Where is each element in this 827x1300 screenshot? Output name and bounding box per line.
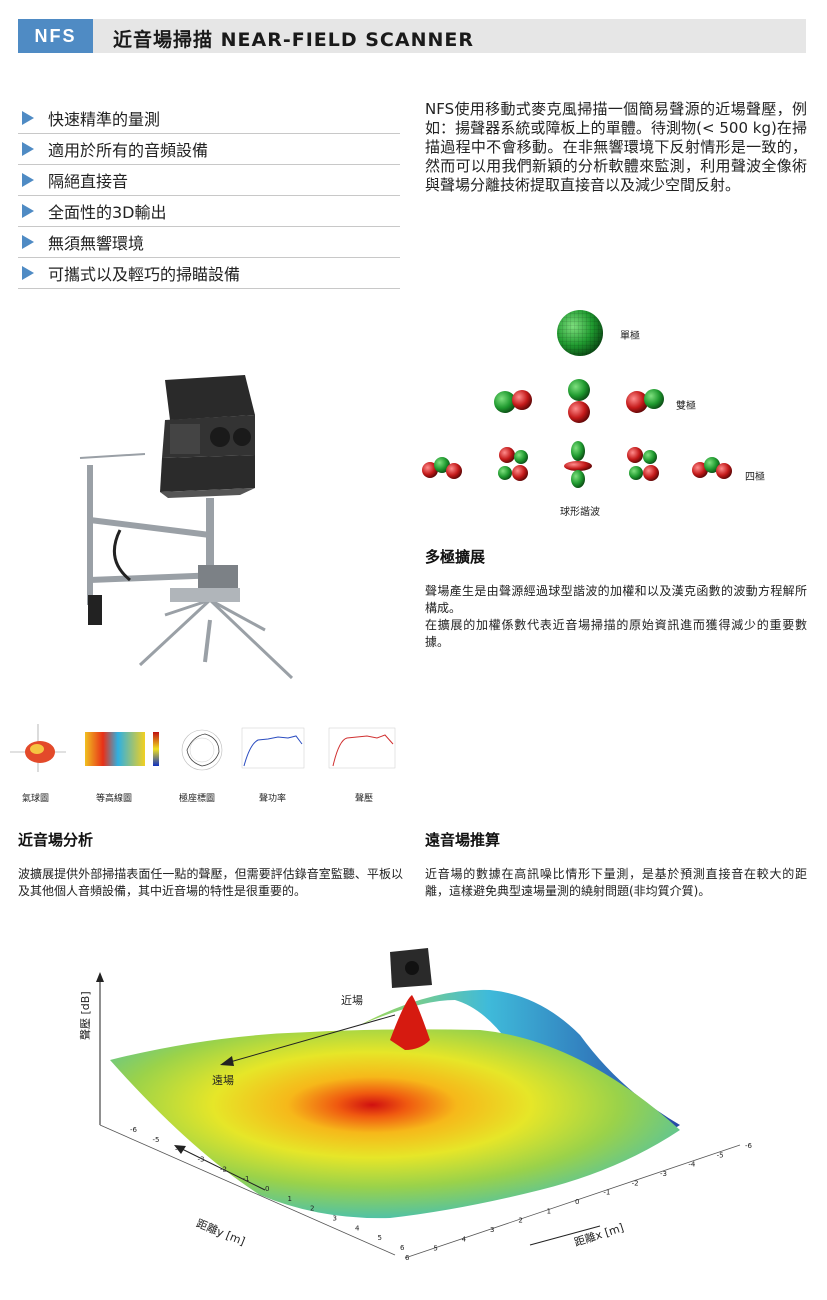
balloon-plot-thumbnail: [8, 722, 68, 774]
triangle-bullet-icon: [22, 142, 34, 156]
scanner-drawing: [79, 375, 294, 680]
page-header: NFS 近音場掃描 NEAR-FIELD SCANNER: [18, 19, 806, 53]
surface-drawing: -6 -5 -4 -3 -2 -1 0 1 2 3 4 5 6 6 5 4 3 2 1 0 -1 -2 -3 -4 -5 -6: [96, 948, 753, 1262]
sound-power-thumbnail: [238, 722, 308, 774]
list-item: 可攜式以及輕巧的掃瞄設備: [18, 258, 400, 289]
y-tick-label: 3: [333, 1215, 337, 1223]
x-tick-group: 6 5 4 3 2 1 0 -1 -2 -3 -4 -5 -6: [405, 1142, 753, 1262]
list-item: 全面性的3D輸出: [18, 196, 400, 227]
feature-label: 全面性的3D輸出: [48, 203, 167, 222]
nearfield-heading: 近音場分析: [18, 831, 94, 849]
far-field-label: 遠場: [212, 1074, 234, 1087]
list-item: 無須無響環境: [18, 227, 400, 258]
distance-y-arrow-head-icon: [174, 1145, 186, 1154]
triangle-bullet-icon: [22, 111, 34, 125]
vertical-axis-arrow-icon: [96, 972, 104, 982]
speaker-icon: [390, 948, 432, 988]
triangle-bullet-icon: [22, 173, 34, 187]
triangle-bullet-icon: [22, 204, 34, 218]
dipole-label: 雙極: [676, 401, 696, 412]
x-tick-label: 4: [462, 1235, 467, 1243]
near-to-far-arrow: [229, 1014, 396, 1063]
y-tick-label: 1: [288, 1195, 292, 1203]
triangle-bullet-icon: [22, 266, 34, 280]
x-tick-label: 0: [575, 1198, 579, 1206]
x-tick-label: 6: [405, 1254, 410, 1262]
feature-label: 可攜式以及輕巧的掃瞄設備: [48, 265, 241, 284]
distance-x-arrow: [529, 1225, 601, 1246]
sound-pressure-thumbnail: [325, 722, 400, 774]
y-tick-label: -3: [198, 1156, 205, 1164]
polar-plot-thumbnail: [175, 722, 230, 774]
harmonics-caption: 球形諧波: [560, 507, 600, 518]
arrow-head-icon: [220, 1056, 234, 1066]
surface-main: [110, 1029, 680, 1219]
list-item: 快速精準的量測: [18, 103, 400, 134]
x-tick-label: -4: [688, 1161, 696, 1169]
speaker-cabinets: [160, 375, 255, 498]
y-tick-label: 4: [355, 1224, 360, 1232]
page-title: 近音場掃描 NEAR-FIELD SCANNER: [113, 29, 474, 51]
thumbnail-label-sound-pressure: 聲壓: [355, 794, 374, 804]
feature-label: 適用於所有的音頻設備: [48, 141, 209, 160]
contour-plot-thumbnail: [83, 722, 165, 774]
monopole-sphere: [557, 310, 603, 356]
y-tick-label: 0: [265, 1185, 269, 1193]
feature-label: 快速精準的量測: [48, 110, 161, 129]
x-tick-label: -5: [717, 1151, 724, 1159]
x-tick-label: -2: [632, 1179, 639, 1187]
x-tick-label: 1: [547, 1207, 551, 1215]
y-axis-line: [99, 1124, 396, 1256]
thumbnail-label-sound-power: 聲功率: [259, 794, 287, 804]
x-tick-label: 3: [490, 1226, 494, 1234]
quadrupole-shapes: [422, 441, 732, 488]
product-tag: NFS: [18, 19, 93, 53]
scanner-photo: [70, 370, 300, 685]
harmonics-drawing: [422, 310, 732, 488]
near-field-label: 近場: [341, 994, 363, 1007]
y-tick-label: -1: [243, 1175, 250, 1183]
feature-label: 無須無響環境: [48, 234, 145, 253]
y-tick-label: 5: [378, 1234, 382, 1242]
scanner-motor: [88, 529, 240, 625]
x-tick-label: -6: [745, 1142, 753, 1150]
y-tick-label: 2: [310, 1205, 314, 1213]
nearfield-paragraph: 波擴展提供外部掃描表面任一點的聲壓，但需要評估錄音室監聽、平板以及其他個人音頻設…: [18, 867, 403, 898]
y-tick-label: -2: [220, 1165, 227, 1173]
triangle-bullet-icon: [22, 235, 34, 249]
y-tick-label: -5: [153, 1136, 160, 1144]
surface-plot: -6 -5 -4 -3 -2 -1 0 1 2 3 4 5 6 6 5 4 3 2 1 0 -1 -2 -3 -4 -5 -6: [60, 940, 820, 1280]
x-tick-label: 5: [433, 1245, 437, 1253]
spherical-harmonics-figure: 單極 雙極 四極 球形諧波: [410, 305, 810, 520]
x-tick-label: -1: [603, 1189, 610, 1197]
surface-peak: [390, 995, 430, 1050]
x-tick-label: -3: [660, 1170, 667, 1178]
list-item: 隔絕直接音: [18, 165, 400, 196]
monopole-label: 單極: [620, 331, 640, 342]
x-axis-line: [404, 1144, 741, 1259]
farfield-heading: 遠音場推算: [425, 831, 501, 849]
feature-list: 快速精準的量測 適用於所有的音頻設備 隔絕直接音 全面性的3D輸出 無須無響環境…: [18, 103, 400, 289]
x-tick-label: 2: [518, 1217, 522, 1225]
thumbnail-label-balloon: 氣球圖: [22, 794, 50, 804]
thumbnail-label-contour: 等高線圖: [96, 794, 133, 804]
multipole-heading: 多極擴展: [425, 548, 486, 566]
pressure-axis-label: 聲壓 [dB]: [79, 991, 92, 1040]
thumbnail-label-polar: 極座標圖: [179, 794, 216, 804]
distance-y-arrow: [179, 1147, 266, 1191]
y-tick-label: -4: [175, 1146, 183, 1154]
quadrupole-label: 四極: [745, 472, 765, 483]
farfield-paragraph: 近音場的數據在高訊噪比情形下量測，是基於預測直接音在較大的距離，這樣避免典型遠場…: [425, 867, 807, 898]
dipole-shapes: [494, 379, 664, 423]
y-tick-label: 6: [400, 1244, 405, 1252]
list-item: 適用於所有的音頻設備: [18, 134, 400, 165]
y-tick-group: -6 -5 -4 -3 -2 -1 0 1 2 3 4 5 6: [130, 1126, 405, 1252]
intro-paragraph: NFS使用移動式麥克風掃描一個簡易聲源的近場聲壓，例如：揚聲器系統或障板上的單體…: [425, 100, 807, 194]
multipole-paragraph-2: 在擴展的加權係數代表近音場掃描的原始資訊進而獲得減少的重要數據。: [425, 618, 807, 649]
multipole-paragraph-1: 聲場產生是由聲源經過球型諧波的加權和以及漢克函數的波動方程解所構成。: [425, 584, 807, 615]
feature-label: 隔絕直接音: [48, 172, 129, 191]
y-tick-label: -6: [130, 1126, 138, 1134]
